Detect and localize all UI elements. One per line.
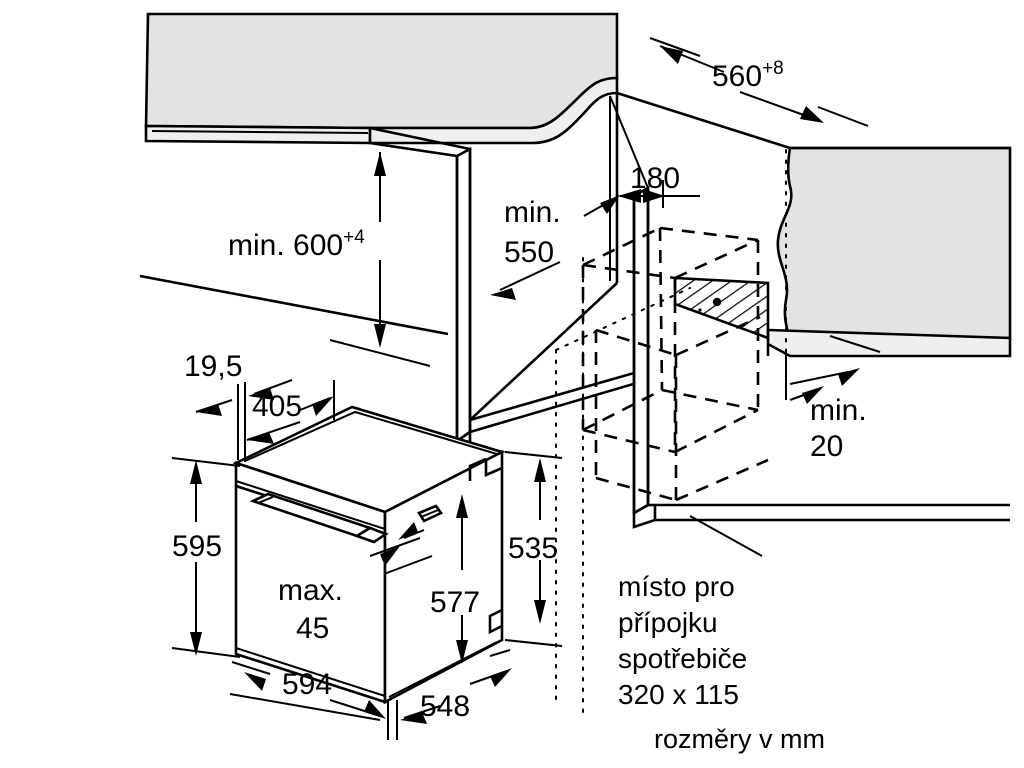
units-note: rozměry v mm bbox=[654, 724, 825, 754]
arrowhead-594-left bbox=[244, 672, 266, 691]
dimension-20-value: 20 bbox=[810, 430, 843, 463]
dimension-595-text: 595 bbox=[172, 530, 222, 563]
base-surface-lines bbox=[139, 274, 1010, 522]
dimension-560-text: 560+8 bbox=[712, 58, 784, 93]
dimension-405: 405 bbox=[246, 380, 335, 444]
units-note-text: rozměry v mm bbox=[654, 724, 825, 754]
dimension-20-prefix: min. bbox=[810, 394, 867, 427]
dimension-594: 594 bbox=[229, 661, 386, 721]
dimension-550: min. 550 bbox=[490, 195, 620, 300]
arrowhead-535-up bbox=[534, 458, 546, 482]
dimension-180-text: 180 bbox=[630, 162, 680, 195]
dimension-405-text: 405 bbox=[252, 390, 302, 423]
arrowhead-45-left bbox=[380, 546, 400, 566]
dimension-180: 180 bbox=[618, 162, 700, 208]
dimension-600-text: min. 600+4 bbox=[228, 227, 365, 262]
arrowhead-20-left bbox=[802, 386, 824, 404]
arrowhead-180-right bbox=[643, 189, 665, 203]
arrowhead-595-down bbox=[190, 632, 202, 656]
arrowhead-45-right bbox=[398, 522, 418, 540]
arrowhead-180-left bbox=[618, 189, 641, 203]
dimension-45-value: 45 bbox=[296, 612, 329, 645]
dimension-548: 548 bbox=[387, 649, 512, 740]
dimension-595: 595 bbox=[171, 457, 241, 658]
arrowhead-548-left bbox=[400, 712, 427, 724]
arrowhead-577-up bbox=[456, 494, 468, 518]
arrowhead-195-left bbox=[196, 404, 222, 416]
arrowhead-195-right bbox=[248, 388, 274, 400]
hatched-socket-zone bbox=[673, 276, 770, 340]
arrowhead-595-up bbox=[190, 460, 202, 484]
arrowhead-548-right bbox=[490, 668, 512, 687]
dimension-550-value: 550 bbox=[504, 236, 554, 269]
worktop-panel bbox=[144, 12, 619, 145]
dimension-550-prefix: min. bbox=[504, 196, 561, 229]
arrowhead-down bbox=[374, 324, 386, 348]
dimension-535: 535 bbox=[504, 451, 563, 647]
arrowhead-577-down bbox=[456, 640, 468, 664]
socket-callout: místo pro přípojku spotřebiče 320 x 115 bbox=[618, 515, 763, 710]
dimension-594-text: 594 bbox=[282, 668, 332, 701]
dimension-min20: min. 20 bbox=[785, 335, 881, 463]
dimension-548-text: 548 bbox=[420, 690, 470, 723]
callout-line-3: spotřebiče bbox=[618, 643, 747, 674]
dimension-560: 560+8 bbox=[649, 37, 869, 127]
dimension-600: min. 600+4 bbox=[228, 152, 431, 367]
arrowhead-right bbox=[800, 106, 824, 123]
dimension-195: 19,5 bbox=[184, 350, 293, 462]
arrowhead-550-right bbox=[600, 195, 620, 214]
arrowhead-20-right bbox=[838, 368, 860, 386]
arrowhead-535-down bbox=[534, 600, 546, 624]
hidden-edges-group bbox=[581, 226, 769, 502]
dimension-195-text: 19,5 bbox=[184, 350, 242, 383]
arrowhead-550-left bbox=[490, 288, 516, 300]
arrowhead-405-right bbox=[312, 396, 334, 416]
callout-line-2: přípojku bbox=[618, 607, 718, 638]
dimension-577-text: 577 bbox=[430, 586, 480, 619]
callout-line-1: místo pro bbox=[618, 571, 735, 602]
dimension-535-text: 535 bbox=[508, 532, 558, 565]
callout-line-4: 320 x 115 bbox=[618, 679, 739, 710]
arrowhead-405-left bbox=[247, 432, 274, 444]
projection-dotted-lines bbox=[555, 149, 787, 721]
arrowhead-up bbox=[374, 152, 386, 176]
arrowhead-594-right bbox=[364, 700, 386, 719]
dimension-max45: max. 45 bbox=[278, 522, 433, 645]
rear-wall-panel bbox=[766, 146, 1012, 358]
dimension-577: 577 bbox=[430, 494, 480, 664]
dimension-45-prefix: max. bbox=[278, 574, 343, 607]
arrowhead-left bbox=[660, 46, 683, 64]
built-in-oven bbox=[232, 405, 506, 705]
